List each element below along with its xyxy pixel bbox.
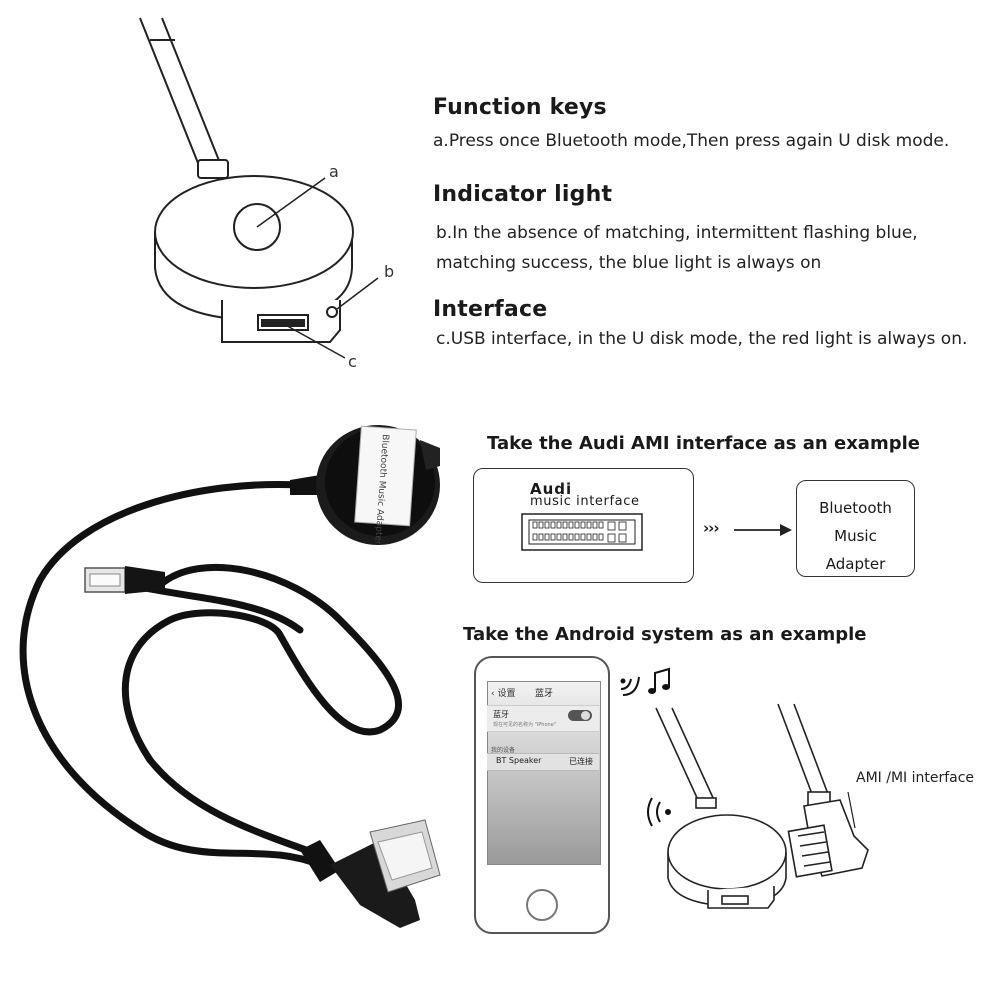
- phone-bt-row-label: 蓝牙: [493, 710, 509, 719]
- bt-adapter-target-box: [796, 480, 915, 577]
- adapter-puck: Bluetooth Music Adapter: [290, 425, 440, 545]
- usb-plug: [84, 566, 165, 594]
- bt-adapter-target-label: Bluetooth Music Adapter: [796, 494, 915, 578]
- function-keys-desc: a.Press once Bluetooth mode,Then press a…: [433, 131, 950, 151]
- flow-arrow-icon: [734, 524, 792, 536]
- indicator-light-desc-1: b.In the absence of matching, intermitte…: [436, 223, 918, 243]
- ami-connector-drawing: [521, 513, 643, 551]
- android-caption: Take the Android system as an example: [463, 624, 867, 645]
- phone-device-name: BT Speaker: [496, 756, 542, 765]
- phone-device-status: 已连接: [569, 757, 593, 766]
- phone-bt-row-sub: 现在可见的名称为 "iPhone": [493, 722, 557, 728]
- ami-interface-label: AMI /MI interface: [856, 770, 975, 786]
- phone-device-row[interactable]: [487, 753, 599, 771]
- callout-c: c: [348, 352, 357, 371]
- phone-back-label: 设置: [497, 689, 516, 699]
- callout-a: a: [329, 162, 339, 181]
- bluetooth-toggle[interactable]: [568, 710, 592, 721]
- ami-plug: [300, 819, 441, 928]
- audi-caption: Take the Audi AMI interface as an exampl…: [487, 433, 920, 454]
- phone-back-link[interactable]: ‹ 设置: [491, 689, 516, 699]
- audi-brand: Audi: [530, 480, 573, 498]
- target-line-2: Music: [834, 527, 877, 545]
- interface-heading: Interface: [433, 297, 548, 322]
- adapter-line-drawing: a b c: [139, 17, 394, 371]
- product-cable: [19, 480, 402, 869]
- audi-port-label: music interface: [530, 494, 640, 509]
- callout-b: b: [384, 262, 394, 281]
- cable-drawing: [139, 17, 229, 179]
- function-keys-heading: Function keys: [433, 95, 607, 120]
- phone-title: 蓝牙: [535, 689, 554, 699]
- interface-desc: c.USB interface, in the U disk mode, the…: [436, 329, 968, 349]
- target-line-1: Bluetooth: [819, 499, 892, 517]
- adapter-body-drawing: [154, 175, 354, 343]
- indicator-light-heading: Indicator light: [433, 182, 613, 207]
- small-adapter-signal-icon: [647, 797, 671, 827]
- phone-devices-header: 我的设备: [491, 747, 516, 754]
- small-adapter-drawing: [647, 703, 869, 909]
- phone-home-button: [526, 889, 558, 921]
- flow-arrows: ›››: [703, 519, 720, 537]
- product-photo: Bluetooth Music Adapter: [19, 425, 441, 928]
- indicator-led-drawing: [326, 306, 338, 318]
- indicator-light-desc-2: matching success, the blue light is alwa…: [436, 253, 822, 273]
- wireless-music-icon: [620, 667, 670, 696]
- target-line-3: Adapter: [825, 555, 886, 573]
